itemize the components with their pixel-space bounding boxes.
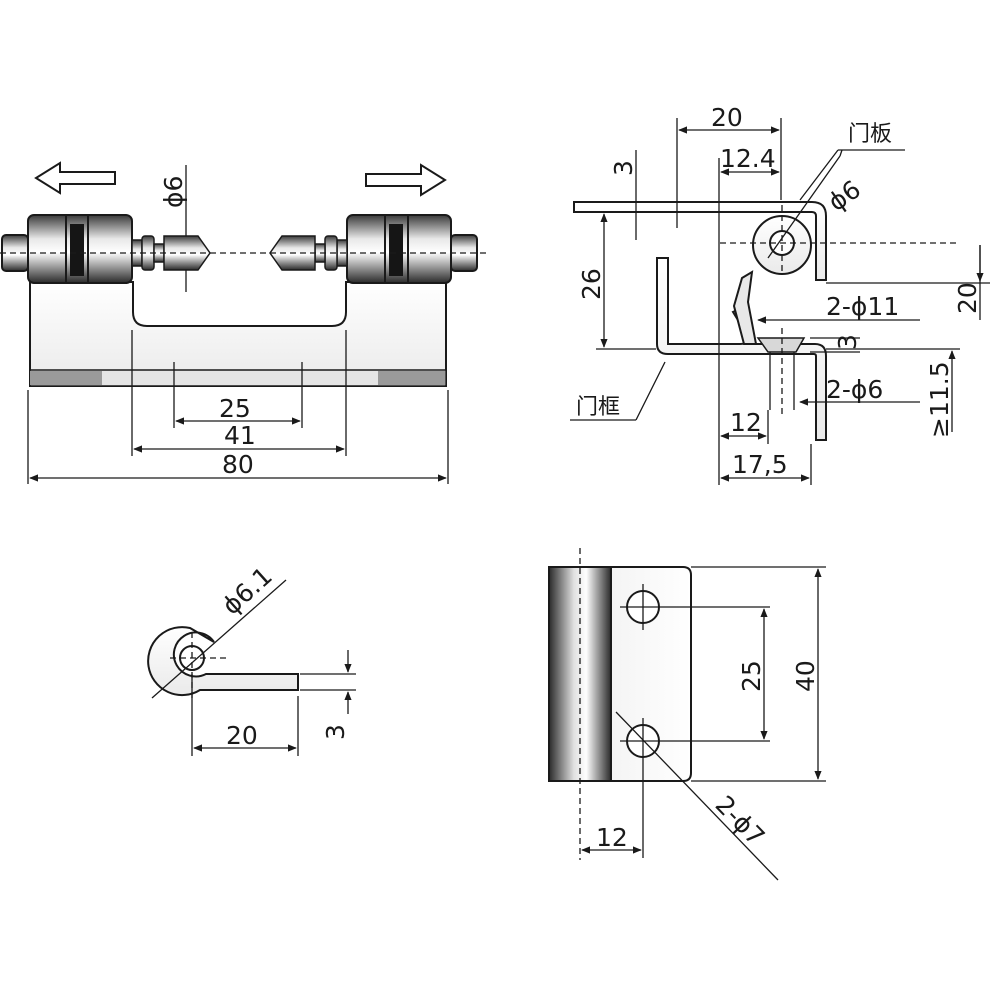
top-dim-hole-diameter: 2-ϕ7 [710,790,771,851]
side-dim-pin-offset: 12.4 [720,144,776,173]
section-dim-leaf-length: 20 [226,721,258,750]
door-panel-label: 门板 [848,122,892,147]
dim-inner-width: 41 [224,421,256,450]
pin-diameter-label: ϕ6 [159,176,188,208]
section-dim-thickness: 3 [321,724,350,740]
side-dim-height: 26 [577,268,606,300]
leaf-top-view: 25 40 12 2-ϕ7 [548,548,826,881]
door-frame-label: 门框 [576,395,620,420]
side-dim-counterbore-depth: 3 [833,334,862,350]
front-view: ϕ6 25 41 80 [0,161,488,484]
side-dim-frame-depth: 17,5 [732,450,788,479]
curled-leaf [147,626,299,697]
side-dim-thickness: 3 [609,160,638,176]
dim-overall-length: 80 [222,450,254,479]
side-dim-hole-offset: 12 [730,408,762,437]
dim-hole-spacing: 25 [219,394,251,423]
hinge-base-shade-right [378,371,445,385]
door-panel-leaf [573,201,827,281]
side-dim-min-height: ≥11.5 [925,361,954,438]
left-direction-arrow [34,161,116,195]
side-dim-pin-diameter: ϕ6 [823,175,866,217]
left-knuckle-groove [70,224,84,276]
side-dim-counterbore: 2-ϕ11 [826,292,899,321]
side-view: 20 12.4 3 ϕ6 门板 26 2-ϕ11 3 2-ϕ6 [570,103,990,485]
top-dim-hole-spacing: 25 [737,660,766,692]
hinge-base-shade-left [30,371,102,385]
hinge-body-plate [29,281,447,387]
side-dim-right-height: 20 [953,282,982,314]
top-dim-hole-offset: 12 [596,823,628,852]
side-dim-hole-diameter: 2-ϕ6 [826,375,883,404]
right-knuckle-groove [389,224,403,276]
right-direction-arrow [365,163,447,197]
counterbore [756,337,806,353]
frame-bend-link [732,270,758,345]
leaf-section-view: ϕ6.1 20 3 [147,561,356,756]
side-dim-leaf-length: 20 [711,103,743,132]
curl-diameter-label: ϕ6.1 [217,561,278,620]
top-dim-leaf-height: 40 [791,660,820,692]
